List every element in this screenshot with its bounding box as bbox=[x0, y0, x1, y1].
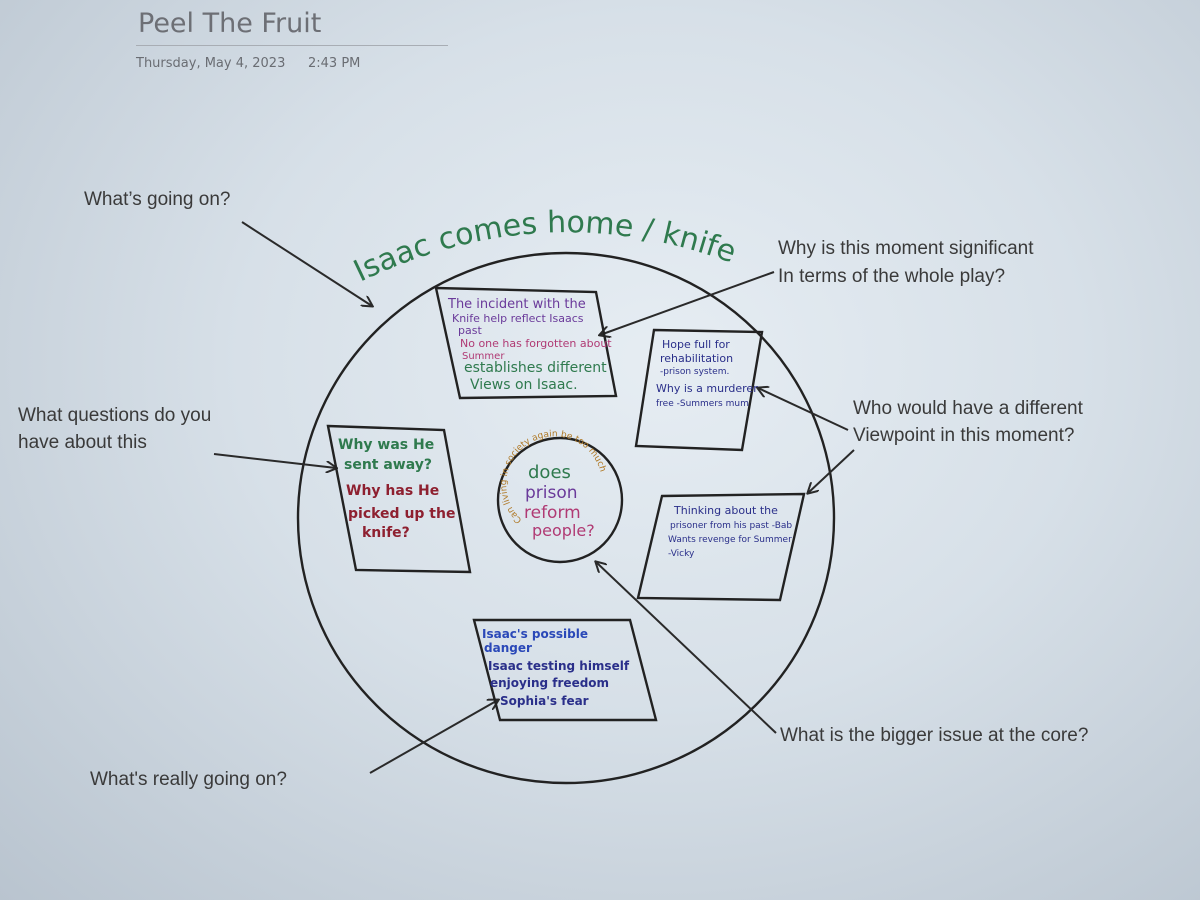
prompt-viewpoint-line1[interactable]: Who would have a different bbox=[853, 398, 1083, 419]
prompt-really-going-on[interactable]: What's really going on? bbox=[90, 769, 287, 790]
right-bottom-box bbox=[636, 492, 806, 602]
svg-text:prison: prison bbox=[525, 483, 578, 503]
left-box-text: Why was He sent away? Why has He picked … bbox=[338, 437, 455, 541]
svg-text:Views on Isaac.: Views on Isaac. bbox=[470, 377, 578, 393]
svg-text:knife?: knife? bbox=[362, 525, 410, 541]
core-circle bbox=[496, 436, 624, 564]
svg-text:Knife help reflect Isaacs: Knife help reflect Isaacs bbox=[452, 312, 584, 325]
prompt-whats-going-on[interactable]: What’s going on? bbox=[84, 189, 231, 210]
prompt-questions-line1[interactable]: What questions do you bbox=[18, 405, 212, 426]
svg-text:Summer: Summer bbox=[462, 351, 505, 362]
page-title[interactable]: Peel The Fruit bbox=[138, 8, 322, 39]
svg-text:Isaac testing himself: Isaac testing himself bbox=[488, 659, 630, 673]
arrow-questions bbox=[213, 453, 336, 468]
arrow-viewpoint-top bbox=[758, 388, 849, 431]
arrow-really-going-on bbox=[369, 700, 498, 774]
arrow-bigger-issue bbox=[596, 562, 777, 734]
bottom-box bbox=[472, 618, 658, 722]
svg-text:enjoying freedom: enjoying freedom bbox=[490, 676, 609, 690]
right-top-box bbox=[634, 328, 764, 452]
svg-text:Why has He: Why has He bbox=[346, 483, 439, 499]
svg-text:establishes different: establishes different bbox=[464, 360, 607, 376]
svg-text:No one has forgotten about: No one has forgotten about bbox=[460, 337, 612, 350]
svg-text:does: does bbox=[528, 462, 571, 483]
svg-text:reform: reform bbox=[524, 503, 581, 523]
svg-text:prisoner from his past -Bab: prisoner from his past -Bab bbox=[670, 521, 792, 531]
svg-text:rehabilitation: rehabilitation bbox=[660, 352, 733, 365]
svg-text:people?: people? bbox=[532, 521, 595, 540]
svg-text:Thinking about the: Thinking about the bbox=[673, 504, 778, 517]
svg-text:Wants revenge for Summer: Wants revenge for Summer bbox=[668, 535, 792, 545]
title-divider bbox=[136, 45, 448, 46]
prompt-questions-line2[interactable]: have about this bbox=[18, 432, 147, 453]
right-top-box-text: Hope full for rehabilitation -prison sys… bbox=[656, 338, 758, 409]
outer-circle bbox=[296, 251, 836, 785]
prompt-significance-line2[interactable]: In terms of the whole play? bbox=[778, 266, 1006, 287]
prompt-bigger-issue[interactable]: What is the bigger issue at the core? bbox=[780, 725, 1089, 746]
circle-title: Isaac comes home / knife bbox=[348, 205, 740, 289]
core-question: does prison reform people? bbox=[524, 462, 595, 540]
left-box bbox=[326, 424, 472, 574]
svg-text:-Vicky: -Vicky bbox=[668, 549, 695, 559]
arrow-significance bbox=[600, 271, 775, 335]
right-bottom-box-text: Thinking about the prisoner from his pas… bbox=[668, 504, 792, 559]
arrow-viewpoint-bottom bbox=[808, 449, 855, 493]
svg-text:Why was He: Why was He bbox=[338, 437, 434, 453]
svg-text:Why is a murderer: Why is a murderer bbox=[656, 382, 758, 395]
page-time: 2:43 PM bbox=[308, 56, 361, 71]
top-box bbox=[434, 286, 618, 400]
top-box-text: The incident with the Knife help reflect… bbox=[447, 297, 612, 393]
svg-text:Isaac's possible: Isaac's possible bbox=[482, 627, 588, 641]
prompt-viewpoint-line2[interactable]: Viewpoint in this moment? bbox=[853, 425, 1075, 446]
page-date: Thursday, May 4, 2023 bbox=[136, 56, 286, 71]
svg-text:sent away?: sent away? bbox=[344, 457, 432, 473]
svg-text:Hope full for: Hope full for bbox=[662, 338, 730, 351]
svg-text:Sophia's fear: Sophia's fear bbox=[500, 694, 589, 708]
arrow-whats-going-on bbox=[241, 221, 372, 306]
svg-text:picked up the: picked up the bbox=[348, 506, 455, 522]
svg-text:-prison system.: -prison system. bbox=[660, 367, 729, 377]
svg-text:past: past bbox=[458, 324, 482, 337]
svg-text:danger: danger bbox=[484, 641, 532, 655]
svg-text:The incident with the: The incident with the bbox=[447, 297, 586, 312]
prompt-significance-line1[interactable]: Why is this moment significant bbox=[778, 238, 1034, 259]
svg-text:free -Summers mum: free -Summers mum bbox=[656, 399, 749, 409]
bottom-box-text: Isaac's possible danger Isaac testing hi… bbox=[482, 627, 630, 708]
